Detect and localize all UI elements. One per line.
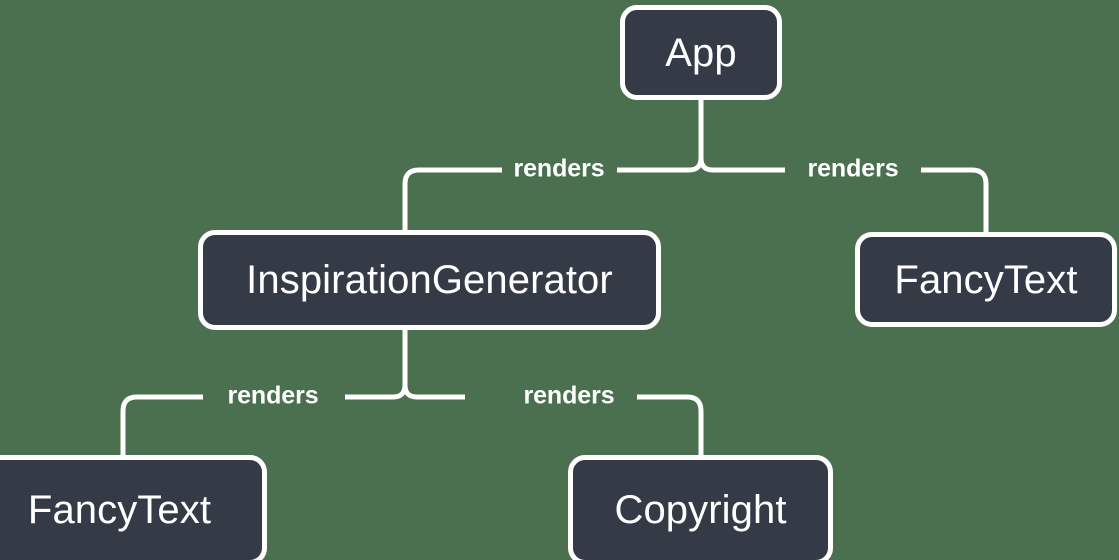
edge-label-app-to-fancytext: renders [807, 154, 899, 183]
edge-inspiration-to-fancytext-bottom [120, 394, 203, 455]
edge-app-junction-left [617, 157, 704, 173]
node-app-label: App [665, 30, 737, 75]
node-fancytext-right-label: FancyText [894, 257, 1078, 302]
edge-label-app-to-inspiration-generator: renders [513, 154, 605, 183]
edge-inspiration-to-copyright [637, 394, 704, 455]
node-copyright-label: Copyright [614, 488, 787, 532]
edge-app-junction-right [698, 157, 785, 173]
node-inspiration-generator[interactable]: InspirationGenerator [198, 230, 661, 330]
edge-app-to-fancytext-right [921, 167, 989, 232]
edge-label-inspiration-generator-to-fancytext: renders [227, 381, 319, 410]
edge-app-to-inspiration [402, 167, 502, 230]
node-fancytext-bottom[interactable]: FancyText [0, 455, 267, 560]
node-fancytext-right[interactable]: FancyText [855, 232, 1117, 327]
edge-inspiration-junction-right [402, 384, 465, 400]
node-inspiration-generator-label: InspirationGenerator [246, 258, 613, 302]
node-app[interactable]: App [620, 5, 782, 100]
node-copyright[interactable]: Copyright [568, 455, 833, 560]
edge-label-inspiration-generator-to-copyright: renders [523, 381, 615, 410]
edge-inspiration-junction-left [345, 384, 408, 400]
node-fancytext-bottom-label: FancyText [27, 488, 212, 532]
